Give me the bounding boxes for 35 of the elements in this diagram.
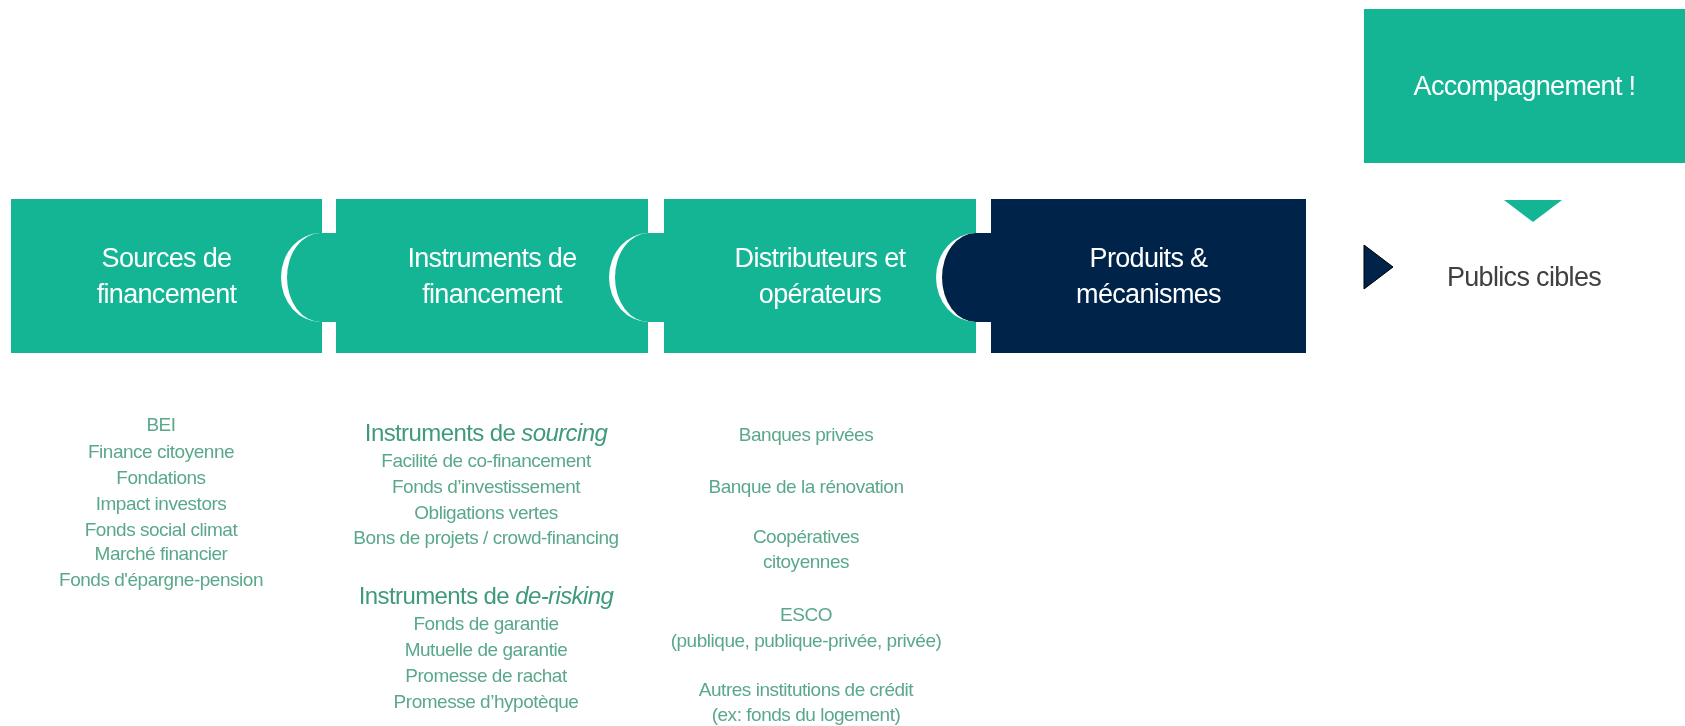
box-title: Distributeurs et opérateurs [733, 242, 907, 311]
list-item: Fonds d’investissement [391, 475, 581, 499]
list-item: Fonds de garantie [413, 612, 559, 636]
list-item: Autres institutions de crédit [698, 678, 914, 702]
list-item: (publique, publique-privée, privée) [670, 629, 942, 653]
arrow [1504, 200, 1562, 222]
stage-box [11, 199, 322, 353]
list-item: Marché financier [94, 542, 228, 566]
list-item: ESCO [780, 603, 832, 627]
list-item: Banque de la rénovation [708, 475, 904, 499]
list-item: Banques privées [738, 423, 874, 447]
list-item: Mutuelle de garantie [404, 638, 568, 662]
list-item: Obligations vertes [414, 501, 558, 525]
list-item: (ex: fonds du logement) [711, 703, 901, 726]
list-heading: Instruments de de-risking [358, 581, 614, 611]
box-title: Instruments de financement [406, 242, 578, 311]
box-title: Sources de financement [95, 242, 238, 311]
box-title: Produits & mécanismes [1075, 242, 1222, 311]
list-item: Fonds social climat [84, 518, 238, 542]
list-item: Promesse d’hypotèque [393, 690, 579, 714]
list-item: BEI [146, 413, 176, 437]
box-title: Publics cibles [1446, 261, 1602, 294]
list-item: Bons de projets / crowd-financing [353, 526, 619, 550]
list-item: Facilité de co-financement [381, 449, 591, 473]
list-heading: Instruments de sourcing [364, 418, 608, 448]
list-item: Coopératives citoyennes [751, 525, 861, 574]
list-item: Finance citoyenne [87, 440, 235, 464]
stage-box [991, 199, 1306, 353]
list-item: Promesse de rachat [405, 664, 567, 688]
arrow [1363, 244, 1394, 290]
box-title: Accompagnement ! [1413, 70, 1636, 103]
list-item: Fondations [116, 466, 206, 490]
list-item: Impact investors [95, 492, 227, 516]
stage-box [1364, 9, 1685, 163]
list-item: Fonds d'épargne-pension [59, 568, 263, 592]
